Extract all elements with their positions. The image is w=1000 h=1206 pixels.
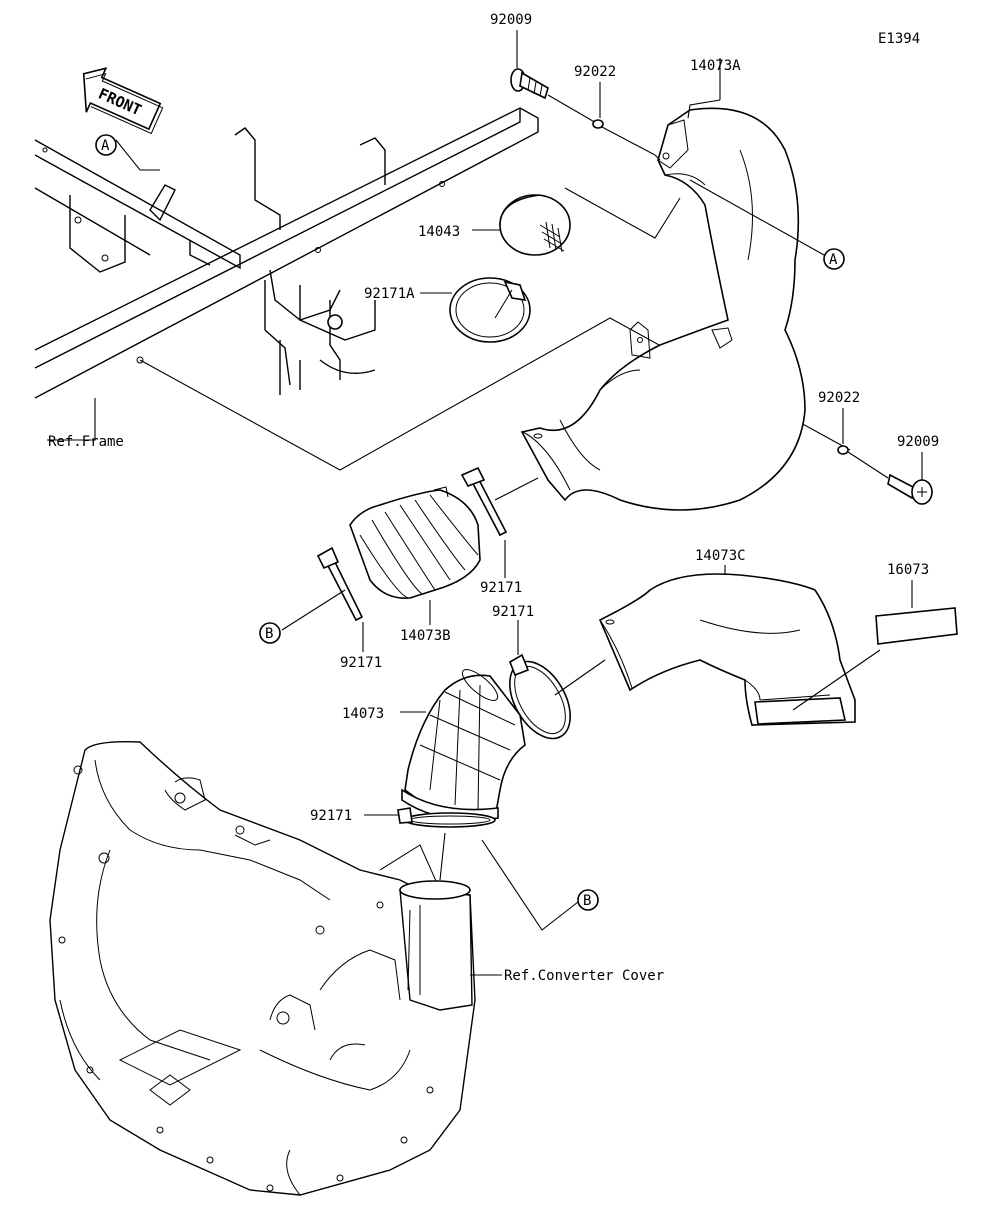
marker-a-right [823,248,845,270]
marker-a-right-label: A [829,252,838,268]
callout-92171-upper: 92171 [480,580,522,596]
ref-converter-label: Ref.Converter Cover [504,968,664,984]
label-16073 [875,607,958,645]
callout-14043: 14043 [418,224,460,240]
clamp-92171A [449,277,531,343]
converter-cover-illustration [49,740,476,1196]
duct-14073A [520,107,806,511]
marker-a-left-label: A [101,138,110,154]
marker-b-left-label: B [265,626,273,642]
callout-14073C: 14073C [695,548,746,564]
front-arrow-icon: FRONT [82,67,164,135]
diagram-code: E1394 [878,31,920,47]
callout-14073B: 14073B [400,628,451,644]
frame-illustration [34,107,539,399]
callout-14073: 14073 [342,706,384,722]
clamp-92171-left [316,546,364,622]
callout-92171A: 92171A [364,286,415,302]
elbow-14073 [401,669,526,821]
callout-92171-mid: 92171 [492,604,534,620]
callout-92022-right: 92022 [818,390,860,406]
clamp-92171-mid [509,653,571,740]
callout-92022-top: 92022 [574,64,616,80]
bellows-14073B [349,486,481,599]
ref-frame-label: Ref.Frame [48,434,124,450]
bolt-92009-right [887,473,933,505]
washer-92022-right [837,445,849,455]
marker-b-left [259,622,281,644]
callout-92171-lower: 92171 [310,808,352,824]
screen-14043 [499,194,571,256]
clamp-92171-upper [460,466,508,537]
washer-92022-top [592,119,604,129]
duct-14073C [598,573,856,726]
marker-b-lower-label: B [583,893,591,909]
bolt-92009-top [510,68,549,100]
callout-92009-right: 92009 [897,434,939,450]
clamp-92171-lower [397,807,496,828]
callout-14073A: 14073A [690,58,741,74]
marker-a-left [95,134,117,156]
marker-b-lower [577,889,599,911]
callout-92009-top: 92009 [490,12,532,28]
callout-92171-left: 92171 [340,655,382,671]
callout-16073: 16073 [887,562,929,578]
